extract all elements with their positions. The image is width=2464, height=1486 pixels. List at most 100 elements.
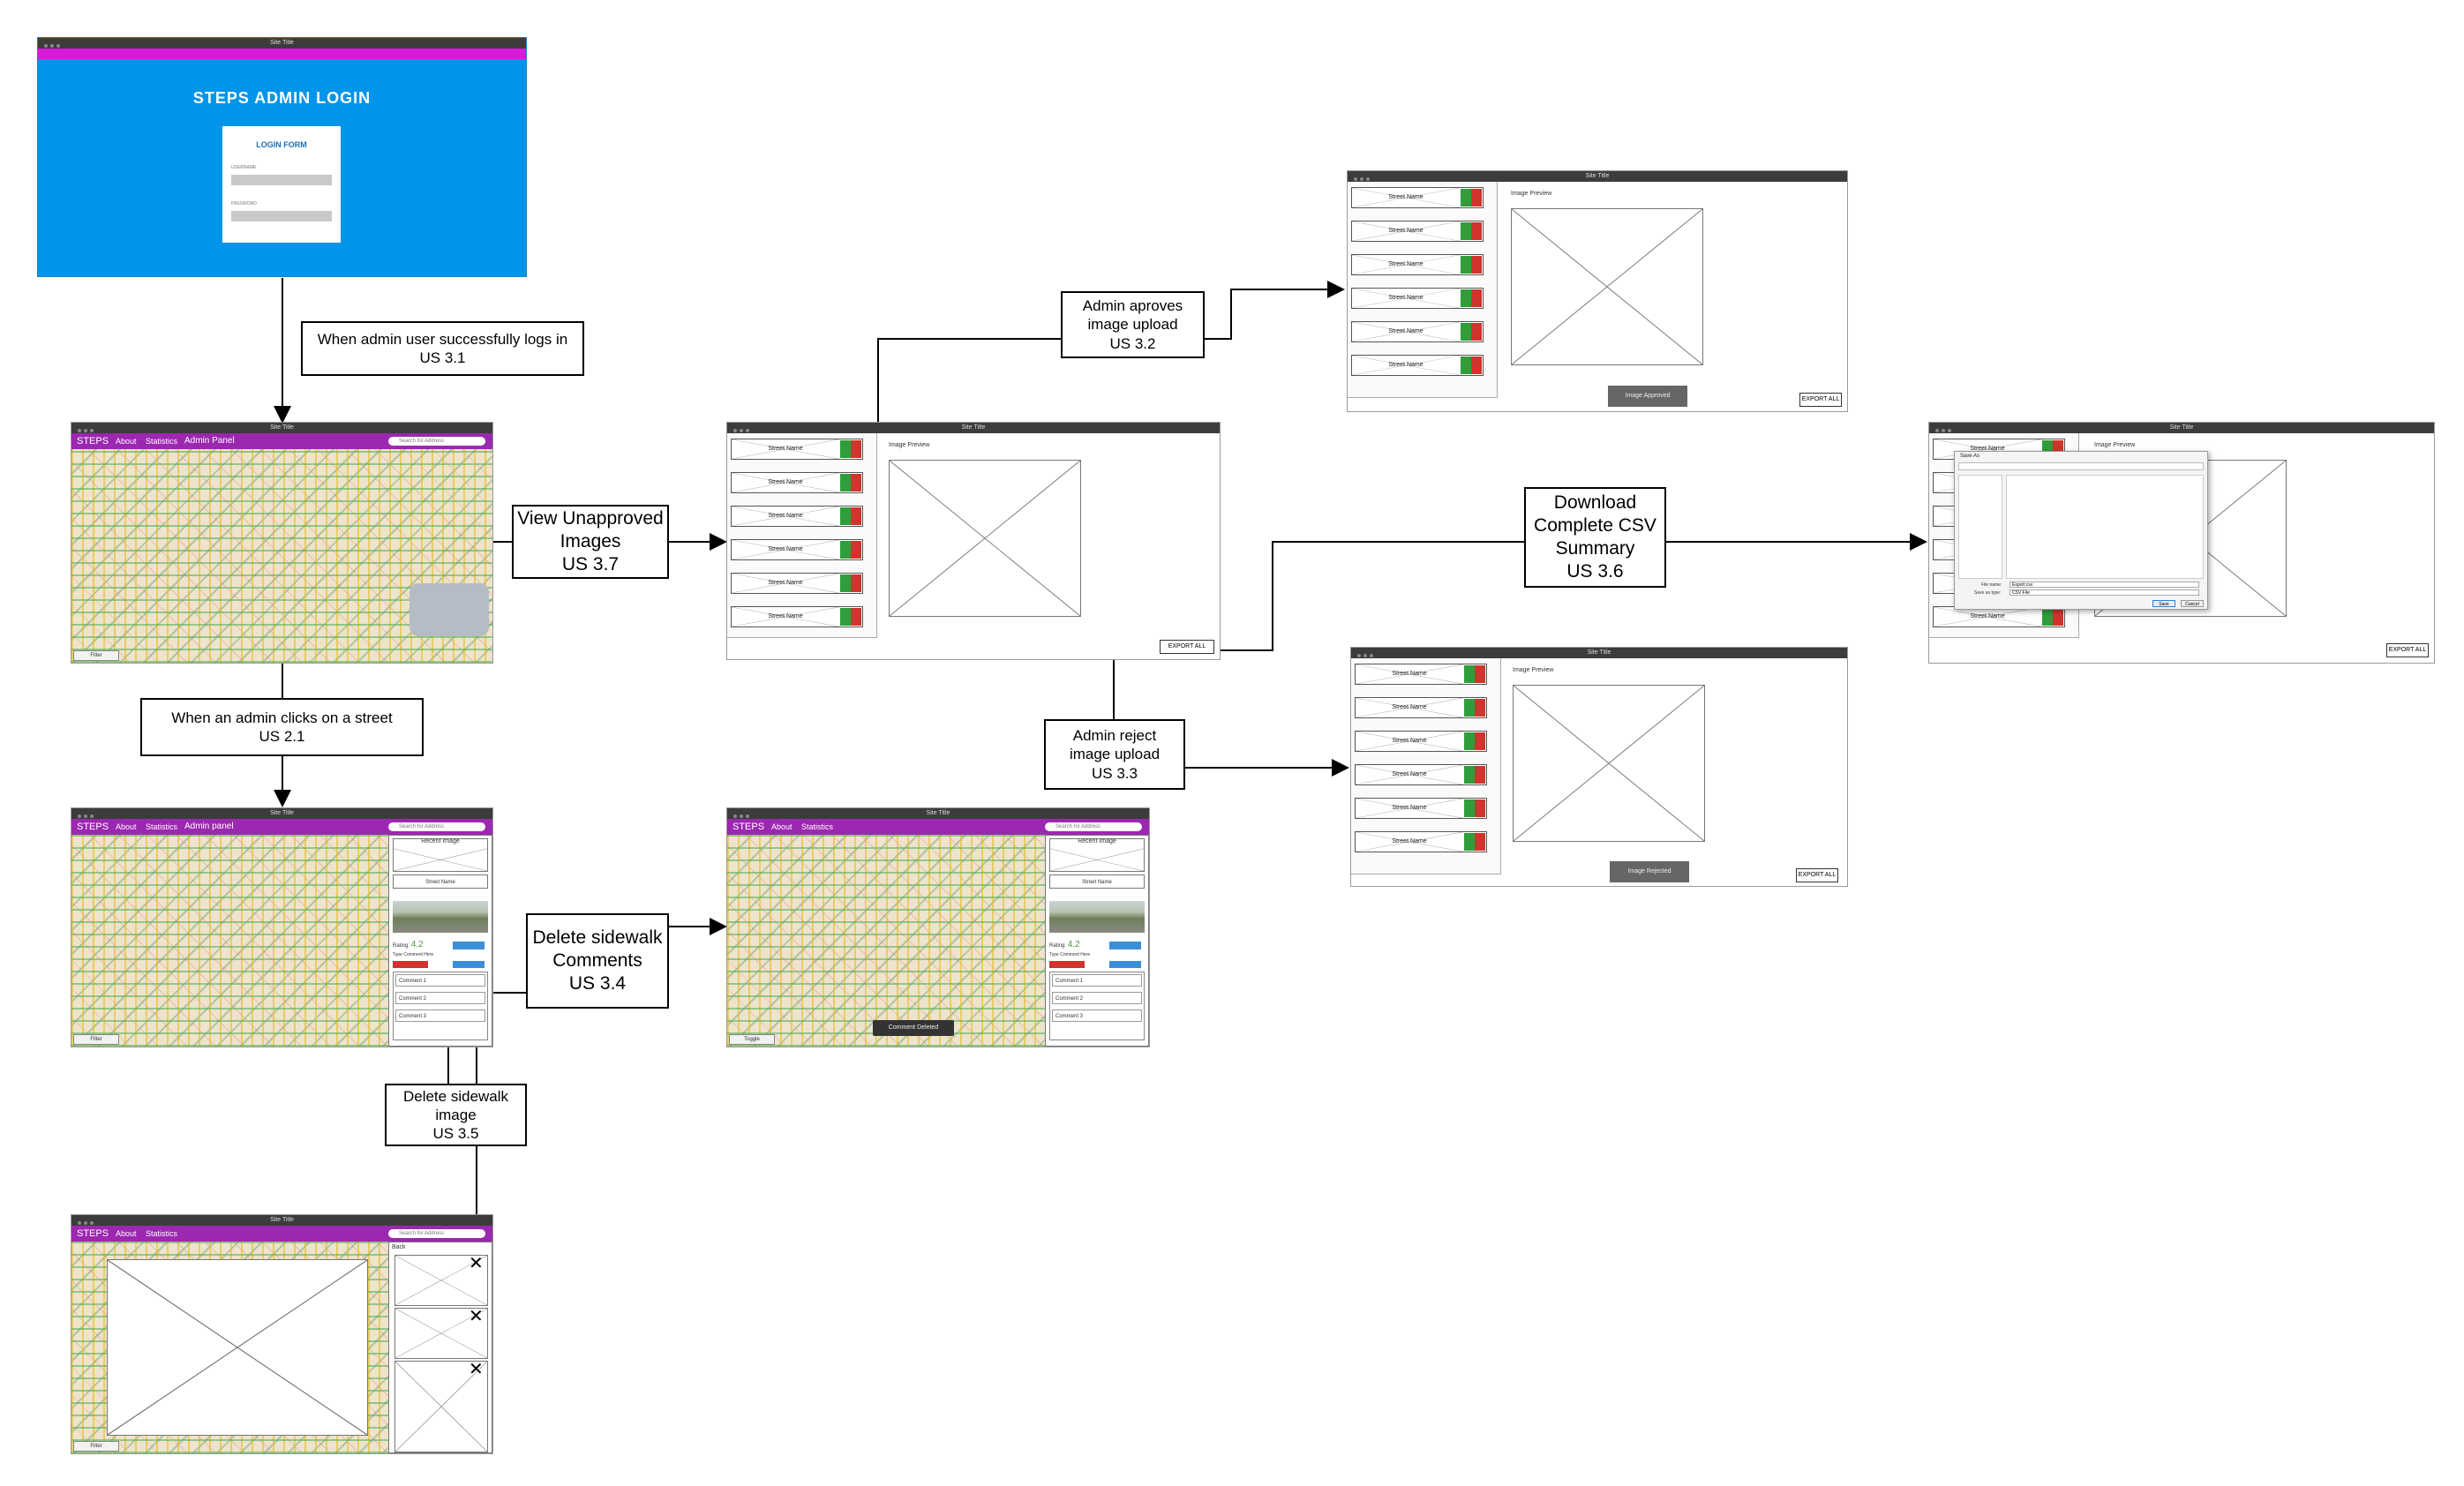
reject-button[interactable] <box>851 440 861 458</box>
reject-button[interactable] <box>1471 222 1482 240</box>
street-list-item[interactable]: Street Name <box>1355 798 1487 819</box>
street-list-item[interactable]: Street Name <box>1355 697 1487 718</box>
search-input[interactable]: Search for Address <box>1045 822 1142 831</box>
comment-item[interactable]: Comment 3 <box>1052 1009 1142 1022</box>
delete-button[interactable] <box>1049 961 1085 968</box>
rate-button[interactable] <box>453 942 485 949</box>
export-all-button[interactable]: EXPORT ALL <box>2386 643 2429 657</box>
search-input[interactable]: Search for Address <box>388 1229 485 1238</box>
delete-button[interactable] <box>393 961 428 968</box>
nav-about[interactable]: About <box>116 822 137 831</box>
street-list-item[interactable]: Street Name <box>731 506 863 527</box>
sidewalk-map[interactable] <box>71 835 388 1047</box>
approve-button[interactable] <box>840 440 851 458</box>
approve-button[interactable] <box>840 608 851 626</box>
password-field[interactable] <box>231 211 332 221</box>
reject-button[interactable] <box>1475 833 1485 851</box>
rate-button[interactable] <box>1109 942 1141 949</box>
nav-statistics[interactable]: Statistics <box>146 437 178 446</box>
comment-item[interactable]: Comment 1 <box>1052 974 1142 987</box>
comment-item[interactable]: Comment 1 <box>395 974 485 987</box>
approve-button[interactable] <box>1461 289 1471 307</box>
sidewalk-map[interactable] <box>71 449 492 663</box>
approve-button[interactable] <box>1464 732 1475 750</box>
street-list-item[interactable]: Street Name <box>1355 664 1487 685</box>
toggle-button[interactable]: Toggle <box>729 1034 775 1045</box>
approve-button[interactable] <box>1464 699 1475 717</box>
street-list-item[interactable]: Street Name <box>731 472 863 493</box>
street-list-item[interactable]: Street Name <box>1351 355 1484 376</box>
reject-button[interactable] <box>851 507 861 525</box>
approve-button[interactable] <box>1461 222 1471 240</box>
street-list-item[interactable]: Street Name <box>1933 606 2065 627</box>
username-field[interactable] <box>231 175 332 185</box>
street-list-item[interactable]: Street Name <box>1351 321 1484 342</box>
comment-item[interactable]: Comment 3 <box>395 1009 485 1022</box>
approve-button[interactable] <box>1461 356 1471 374</box>
filter-button[interactable]: Filter <box>73 650 119 661</box>
street-list-item[interactable]: Street Name <box>1355 831 1487 852</box>
nav-statistics[interactable]: Statistics <box>801 822 834 831</box>
reject-button[interactable] <box>851 474 861 492</box>
street-list-item[interactable]: Street Name <box>1351 221 1484 242</box>
nav-about[interactable]: About <box>116 437 137 446</box>
image-rejected-button[interactable]: Image Rejected <box>1610 861 1689 882</box>
approve-button[interactable] <box>1461 189 1471 206</box>
reject-button[interactable] <box>1475 699 1485 717</box>
save-type-select[interactable]: CSV File <box>2010 589 2199 596</box>
street-list-item[interactable]: Street Name <box>1355 731 1487 752</box>
reject-button[interactable] <box>1471 356 1482 374</box>
save-button[interactable]: Save <box>2152 600 2175 607</box>
approve-button[interactable] <box>1464 665 1475 683</box>
export-all-button[interactable]: EXPORT ALL <box>1796 868 1838 882</box>
approve-button[interactable] <box>840 474 851 492</box>
street-list-item[interactable]: Street Name <box>731 539 863 560</box>
reject-button[interactable] <box>1475 665 1485 683</box>
approve-button[interactable] <box>1461 256 1471 274</box>
approve-button[interactable] <box>840 541 851 559</box>
street-list-item[interactable]: Street Name <box>1351 187 1484 208</box>
street-list-item[interactable]: Street Name <box>731 606 863 627</box>
close-icon[interactable]: ✕ <box>469 1254 484 1273</box>
approve-button[interactable] <box>840 574 851 592</box>
nav-statistics[interactable]: Statistics <box>146 822 178 831</box>
nav-admin-panel[interactable]: Admin Panel <box>184 436 235 446</box>
reject-button[interactable] <box>851 608 861 626</box>
reject-button[interactable] <box>1471 256 1482 274</box>
nav-about[interactable]: About <box>771 822 793 831</box>
nav-admin-panel[interactable]: Admin panel <box>184 822 234 831</box>
image-approved-button[interactable]: Image Approved <box>1608 386 1687 407</box>
search-input[interactable]: Search for Address <box>388 437 485 446</box>
street-list-item[interactable]: Street Name <box>1351 288 1484 309</box>
back-link[interactable]: Back <box>392 1244 406 1250</box>
reject-button[interactable] <box>1475 799 1485 817</box>
nav-about[interactable]: About <box>116 1229 137 1238</box>
approve-button[interactable] <box>1464 766 1475 784</box>
comment-item[interactable]: Comment 2 <box>395 992 485 1004</box>
filter-button[interactable]: Filter <box>73 1034 119 1045</box>
comment-item[interactable]: Comment 2 <box>1052 992 1142 1004</box>
submit-comment-button[interactable] <box>1109 961 1141 968</box>
cancel-button[interactable]: Cancel <box>2181 600 2204 607</box>
reject-button[interactable] <box>1471 189 1482 206</box>
approve-button[interactable] <box>840 507 851 525</box>
street-list-item[interactable]: Street Name <box>731 573 863 594</box>
street-list-item[interactable]: Street Name <box>1355 764 1487 785</box>
street-list-item[interactable]: Street Name <box>731 439 863 460</box>
approve-button[interactable] <box>1464 799 1475 817</box>
reject-button[interactable] <box>2053 608 2063 626</box>
reject-button[interactable] <box>851 574 861 592</box>
street-list-item[interactable]: Street Name <box>1351 254 1484 275</box>
reject-button[interactable] <box>851 541 861 559</box>
approve-button[interactable] <box>2042 608 2053 626</box>
brand-logo[interactable]: STEPS <box>77 1228 109 1239</box>
export-all-button[interactable]: EXPORT ALL <box>1160 640 1214 654</box>
brand-logo[interactable]: STEPS <box>77 436 109 447</box>
reject-button[interactable] <box>1475 732 1485 750</box>
reject-button[interactable] <box>1471 323 1482 341</box>
close-icon[interactable]: ✕ <box>469 1360 484 1379</box>
export-all-button[interactable]: EXPORT ALL <box>1799 393 1842 407</box>
submit-comment-button[interactable] <box>453 961 485 968</box>
approve-button[interactable] <box>1461 323 1471 341</box>
approve-button[interactable] <box>1464 833 1475 851</box>
